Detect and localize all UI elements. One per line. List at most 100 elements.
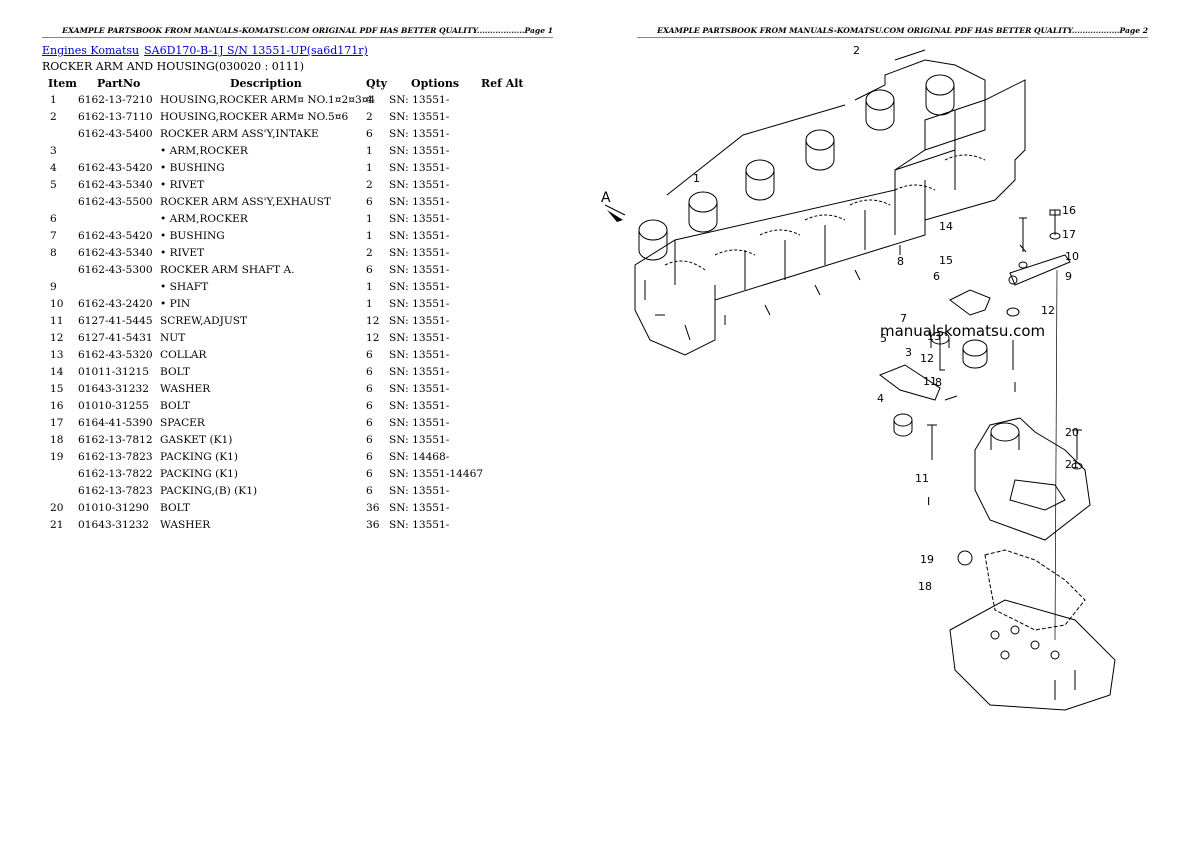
item-cell: 16 (50, 400, 64, 412)
qty-cell: 1 (366, 162, 373, 174)
item-cell: 15 (50, 383, 64, 395)
item-cell: 14 (50, 366, 64, 378)
description-cell: • BUSHING (160, 230, 225, 242)
partno-cell: 01010-31290 (78, 502, 149, 514)
options-cell: SN: 13551- (389, 128, 450, 140)
item-cell: 12 (50, 332, 64, 344)
description-cell: ROCKER ARM ASS'Y,EXHAUST (160, 196, 331, 208)
callout-label: 2 (853, 44, 860, 57)
item-cell: 19 (50, 451, 64, 463)
partno-cell: 6162-43-5300 (78, 264, 153, 276)
callout-label: 12 (1041, 304, 1055, 317)
item-cell: 1 (50, 94, 57, 106)
exploded-parts (878, 209, 1116, 711)
item-cell: 18 (50, 434, 64, 446)
header-qty: Qty (366, 77, 388, 90)
parts-list-page: EXAMPLE PARTSBOOK FROM MANUALS-KOMATSU.C… (0, 26, 595, 536)
callout-label: 6 (933, 270, 940, 283)
options-cell: SN: 13551- (389, 332, 450, 344)
header-rule (637, 37, 1148, 38)
qty-cell: 1 (366, 281, 373, 293)
description-cell: BOLT (160, 366, 190, 378)
callout-label: 17 (1062, 228, 1076, 241)
item-cell: 21 (50, 519, 64, 531)
description-cell: BOLT (160, 502, 190, 514)
description-cell: • SHAFT (160, 281, 209, 293)
partno-cell: 6162-13-7812 (78, 434, 153, 446)
options-cell: SN: 13551- (389, 298, 450, 310)
partno-cell: 6127-41-5431 (78, 332, 153, 344)
partno-cell: 6162-43-2420 (78, 298, 153, 310)
options-cell: SN: 13551- (389, 145, 450, 157)
item-cell: 8 (50, 247, 57, 259)
options-cell: SN: 13551- (389, 434, 450, 446)
header-rule (42, 37, 553, 38)
qty-cell: 2 (366, 111, 373, 123)
description-cell: WASHER (160, 519, 211, 531)
callout-label: 12 (920, 352, 934, 365)
item-cell: 17 (50, 417, 64, 429)
item-cell: 11 (50, 315, 64, 327)
description-cell: COLLAR (160, 349, 207, 361)
description-cell: • BUSHING (160, 162, 225, 174)
partno-cell: 6162-43-5320 (78, 349, 153, 361)
callout-label: 19 (920, 553, 934, 566)
watermark: manualskomatsu.com (880, 322, 1046, 340)
qty-cell: 6 (366, 196, 373, 208)
callout-label: 20 (1065, 426, 1079, 439)
qty-cell: 12 (366, 332, 380, 344)
rocker-housing-row (634, 59, 1026, 356)
options-cell: SN: 13551- (389, 94, 450, 106)
options-cell: SN: 13551- (389, 502, 450, 514)
item-cell: 3 (50, 145, 57, 157)
qty-cell: 36 (366, 519, 380, 531)
options-cell: SN: 13551- (389, 281, 450, 293)
partno-cell: 01643-31232 (78, 383, 149, 395)
description-cell: ROCKER ARM SHAFT A. (160, 264, 295, 276)
breadcrumb-link-engines[interactable]: Engines Komatsu (42, 44, 140, 57)
description-cell: • RIVET (160, 179, 205, 191)
options-cell: SN: 14468- (389, 451, 450, 463)
qty-cell: 1 (366, 230, 373, 242)
description-cell: ROCKER ARM ASS'Y,INTAKE (160, 128, 319, 140)
callout-label: 13 (927, 330, 941, 343)
partno-cell: 6162-13-7823 (78, 451, 153, 463)
options-cell: SN: 13551- (389, 485, 450, 497)
partno-cell: 6164-41-5390 (78, 417, 153, 429)
description-cell: PACKING (K1) (160, 451, 239, 463)
leader-2 (894, 49, 926, 61)
callout-label: 9 (1065, 270, 1072, 283)
item-cell: 7 (50, 230, 57, 242)
item-cell: 20 (50, 502, 64, 514)
description-cell: • ARM,ROCKER (160, 213, 248, 225)
item-cell: 9 (50, 281, 57, 293)
partno-cell: 6162-13-7110 (78, 111, 153, 123)
options-cell: SN: 13551- (389, 111, 450, 123)
description-cell: HOUSING,ROCKER ARM¤ NO.1¤2¤3¤4 (160, 94, 376, 106)
callout-label: I (927, 495, 930, 508)
breadcrumb-link-model[interactable]: SA6D170-B-1J S/N 13551-UP(sa6d171r) (144, 44, 368, 57)
leader-a (604, 204, 626, 216)
partno-cell: 6162-43-5340 (78, 247, 153, 259)
partno-cell: 6162-13-7822 (78, 468, 153, 480)
description-cell: HOUSING,ROCKER ARM¤ NO.5¤6 (160, 111, 349, 123)
callout-label: 16 (1062, 204, 1076, 217)
callout-label: 11 (915, 472, 929, 485)
qty-cell: 6 (366, 434, 373, 446)
item-cell: 13 (50, 349, 64, 361)
table-header: Item PartNo Description Qty Options Ref … (0, 77, 595, 91)
callout-label: 21 (1065, 458, 1079, 471)
qty-cell: 6 (366, 400, 373, 412)
